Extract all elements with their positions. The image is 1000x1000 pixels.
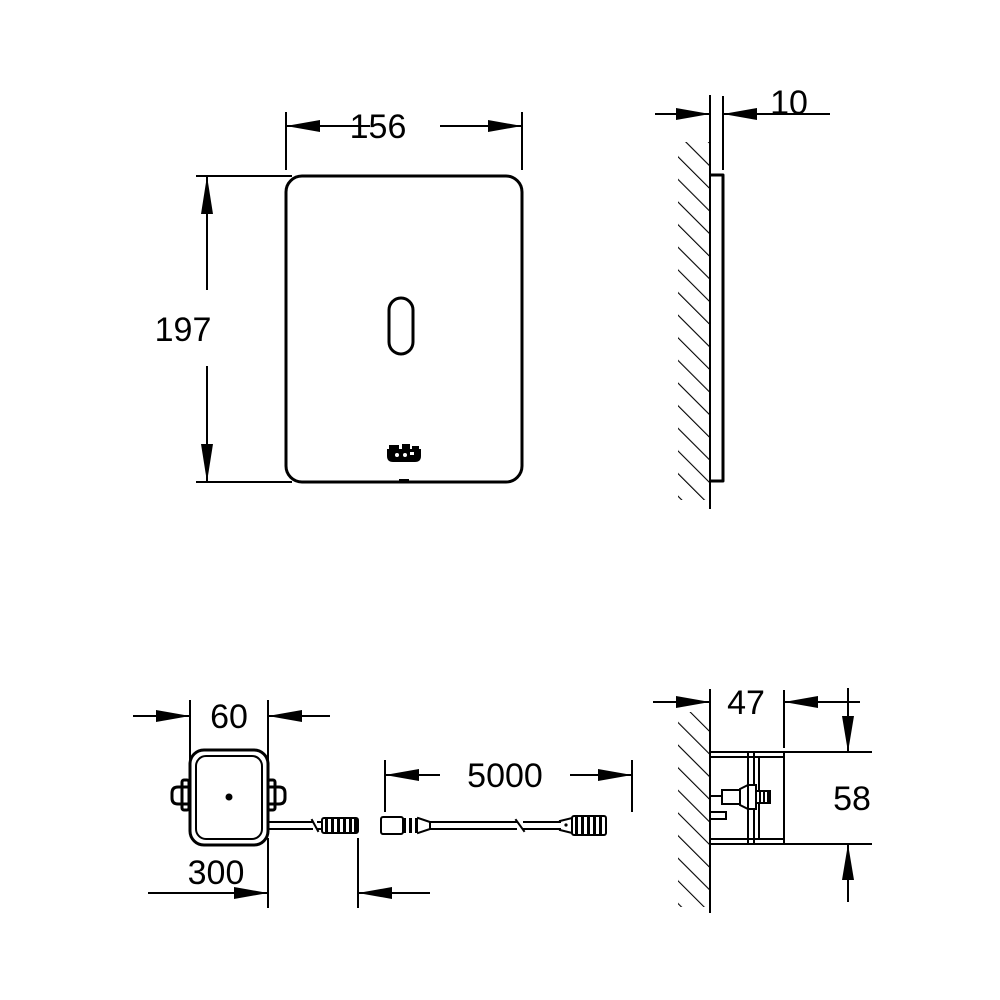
wall-mount-section-view: 47 58 (653, 684, 872, 913)
dimension-47 (653, 690, 860, 748)
connector-ribs-left (325, 819, 357, 832)
power-box-center-dot (225, 793, 233, 801)
cable-break-marker (514, 818, 526, 833)
dimension-197 (196, 175, 292, 483)
fixing-screw-detail (709, 783, 771, 820)
plate-profile (709, 173, 725, 483)
dimension-58 (778, 688, 872, 902)
cable-left-socket (380, 816, 404, 835)
dimension-156 (285, 112, 523, 170)
dimension-label-197: 197 (155, 311, 212, 349)
dimension-label-156: 156 (350, 108, 407, 146)
dimension-5000 (384, 760, 633, 812)
grohe-logo (387, 444, 421, 462)
front-view: 156 197 (155, 108, 524, 484)
dimension-label-5000: 5000 (467, 757, 543, 795)
dimension-label-47: 47 (727, 684, 765, 722)
side-section-view: 10 (655, 84, 830, 509)
power-supply-box-view: 60 300 (133, 698, 430, 908)
extension-cable-view: 5000 (380, 757, 633, 836)
mount-hatched-wall (678, 712, 710, 907)
power-box-inner-outline (195, 755, 263, 840)
plate-bottom-notch (399, 479, 409, 483)
dimension-300 (148, 838, 430, 908)
dimension-60 (133, 700, 330, 762)
dimension-label-58: 58 (833, 780, 871, 818)
dimension-label-60: 60 (210, 698, 248, 736)
dimension-label-10: 10 (770, 84, 808, 122)
dimension-10 (655, 96, 830, 170)
power-box-lead-cable (267, 817, 359, 834)
oval-sensor-window (387, 296, 415, 356)
cable-right-ribs (575, 817, 602, 834)
dimension-label-300: 300 (188, 854, 245, 892)
cable-left-ribs (403, 818, 418, 833)
hatched-wall-section (678, 142, 710, 500)
